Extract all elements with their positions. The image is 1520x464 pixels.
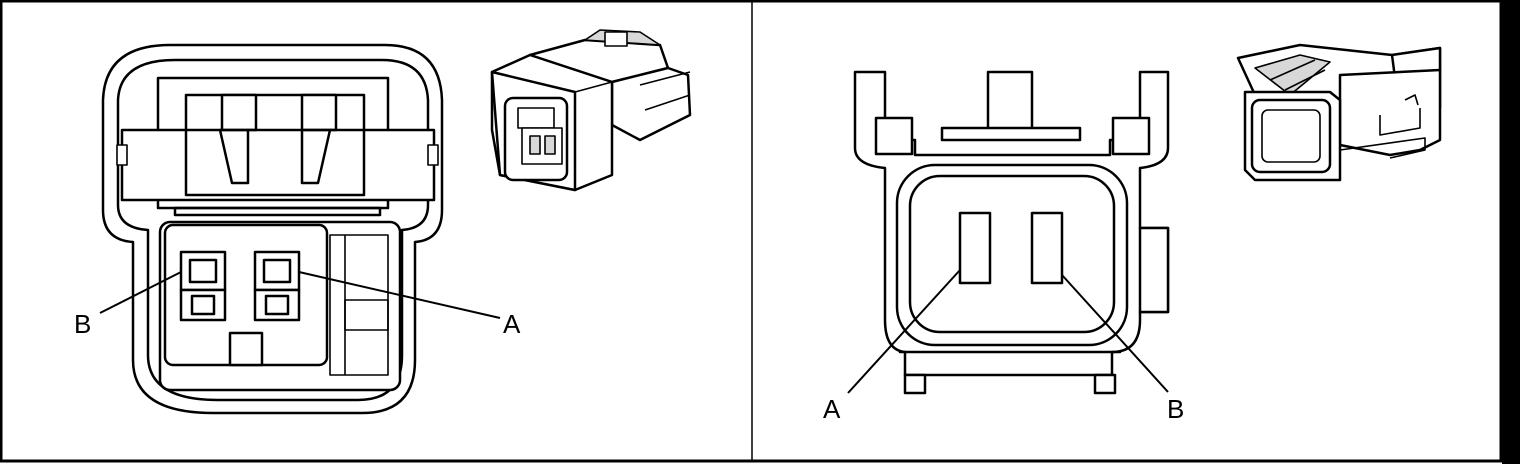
right-panel: A B [823,43,1442,424]
left-housing-outline [101,43,444,415]
right-top-rail [940,126,1082,142]
left-latch-block [184,93,366,197]
right-label-a: A [823,394,841,424]
left-iso-terminal-1 [529,135,541,155]
left-connector-face [101,43,444,415]
left-terminal-b-lower-inner [190,294,216,316]
right-latch-left [874,116,914,156]
right-edge-band [1502,0,1520,464]
left-terminal-a [253,250,301,322]
right-foot-right [1093,373,1117,395]
left-side-rib-window [344,299,389,331]
right-label-b: B [1167,394,1184,424]
left-latch-finger-b [300,128,332,185]
right-iso-face-inner [1261,109,1321,163]
left-iso-terminal-2 [544,135,556,155]
left-label-b: B [74,309,91,339]
right-iso-latch-arm [1254,54,1331,96]
right-terminal-a [958,211,992,285]
left-iso-terminal-block [521,127,563,165]
right-iso-bottom-edge [1339,137,1426,159]
right-housing-outline [853,70,1170,377]
left-iso-lock-tab [604,31,628,47]
left-latch-tab-a [220,93,258,132]
left-latch-base [173,206,382,217]
right-cavity-inner [908,174,1116,334]
right-leader-a [847,269,961,394]
left-terminal-b [179,250,227,322]
left-iso-edge [574,81,613,93]
right-latch-right [1111,116,1151,156]
left-latch-clip-right [427,144,439,166]
right-iso-latch-ribs [1269,59,1326,91]
right-terminal-b [1030,211,1064,285]
left-latch-clip-left [116,144,128,166]
left-terminal-a-lower-inner [264,294,290,316]
right-leader-b [1061,274,1169,393]
left-latch-finger-a [218,128,250,185]
left-connector-isometric [490,29,692,192]
left-panel: B A [74,29,692,415]
right-side-tab [1138,226,1170,314]
left-latch-tab-b [300,93,338,132]
right-iso-side-detail [1379,94,1421,136]
left-terminal-a-upper-inner [262,258,292,284]
left-keyway [228,331,264,367]
left-housing-inner-outline [116,58,430,402]
left-iso-face-tab [517,107,555,129]
left-leader-b [99,271,182,314]
right-foot-left [903,373,927,395]
right-connector-face [853,70,1170,395]
left-leader-a [298,271,501,319]
left-iso-side-ribs [639,71,691,111]
right-connector-isometric [1236,43,1442,182]
left-terminal-b-upper-inner [188,258,218,284]
right-center-tower [986,70,1034,132]
left-label-a: A [503,309,521,339]
